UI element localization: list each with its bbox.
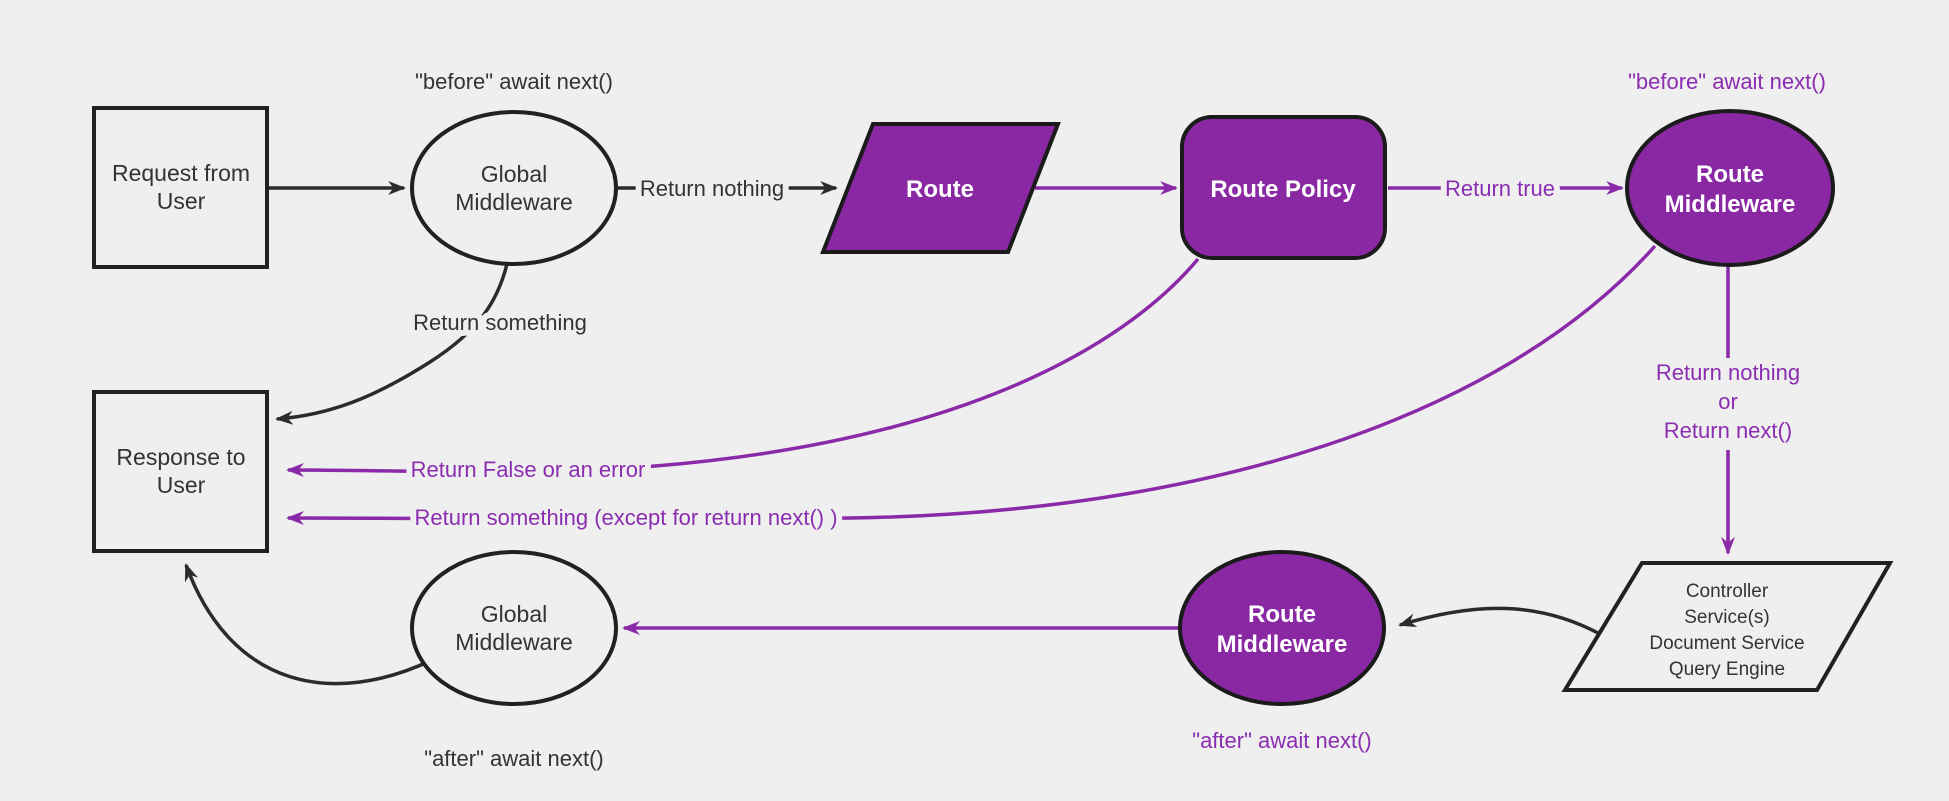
response-to-user-label-line1: Response to: [116, 444, 245, 470]
edge-controller-to-route-middleware-bottom: [1398, 606, 1601, 636]
global-middleware-top-node: [410, 110, 618, 266]
controller-label-line4: Query Engine: [1669, 659, 1785, 680]
request-from-user-node: [92, 106, 269, 269]
after-await-bottom-left-label: "after" await next(): [424, 746, 603, 771]
route-middleware-top-label-line1: Route: [1696, 161, 1764, 188]
edge-route-middleware-return-something-except: [286, 244, 1657, 526]
edge-global-middleware-bottom-to-response: [184, 563, 433, 686]
request-from-user-label-line2: User: [157, 188, 206, 214]
route-policy-label: Route Policy: [1210, 176, 1356, 203]
global-middleware-bottom-label-line1: Global: [481, 601, 547, 627]
return-something-except-label: Return something (except for return next…: [414, 505, 837, 530]
edge-route-policy-return-false: [286, 257, 1200, 478]
controller-label-line3: Document Service: [1649, 633, 1804, 654]
return-true-label: Return true: [1445, 176, 1555, 201]
route-label: Route: [906, 176, 974, 203]
route-middleware-bottom-label-line1: Route: [1248, 601, 1316, 628]
return-false-or-error-label: Return False or an error: [411, 457, 646, 482]
request-from-user-label-line1: Request from: [112, 160, 250, 186]
route-middleware-bottom-label-line2: Middleware: [1217, 631, 1348, 658]
return-nothing-or-label-backing: [1648, 358, 1810, 450]
route-middleware-top-node: [1625, 109, 1835, 267]
global-middleware-top-label-line2: Middleware: [455, 189, 573, 215]
controller-label-line2: Service(s): [1684, 607, 1770, 628]
after-await-bottom-middle-label: "after" await next(): [1192, 728, 1371, 753]
route-policy-node: [1180, 115, 1387, 260]
route-middleware-top-label-line2: Middleware: [1665, 191, 1796, 218]
response-to-user-label-line2: User: [157, 472, 206, 498]
controller-label-line1: Controller: [1686, 581, 1769, 602]
edge-global-middleware-return-something: [275, 263, 509, 425]
controller-services-node: [1561, 561, 1894, 692]
route-node: [820, 122, 1061, 254]
return-something-label: Return something: [413, 310, 587, 335]
return-nothing-or-label-line1: Return nothing: [1656, 360, 1800, 385]
return-nothing-or-label-line3: Return next(): [1664, 418, 1792, 443]
before-await-top-left-label: "before" await next(): [415, 69, 613, 94]
return-nothing-or-label-line2: or: [1718, 389, 1738, 414]
response-to-user-node: [92, 390, 269, 553]
before-await-top-right-label: "before" await next(): [1628, 69, 1826, 94]
route-middleware-bottom-node: [1178, 550, 1386, 706]
global-middleware-bottom-node: [410, 550, 618, 706]
global-middleware-top-label-line1: Global: [481, 161, 547, 187]
global-middleware-bottom-label-line2: Middleware: [455, 629, 573, 655]
return-nothing-label: Return nothing: [640, 176, 784, 201]
